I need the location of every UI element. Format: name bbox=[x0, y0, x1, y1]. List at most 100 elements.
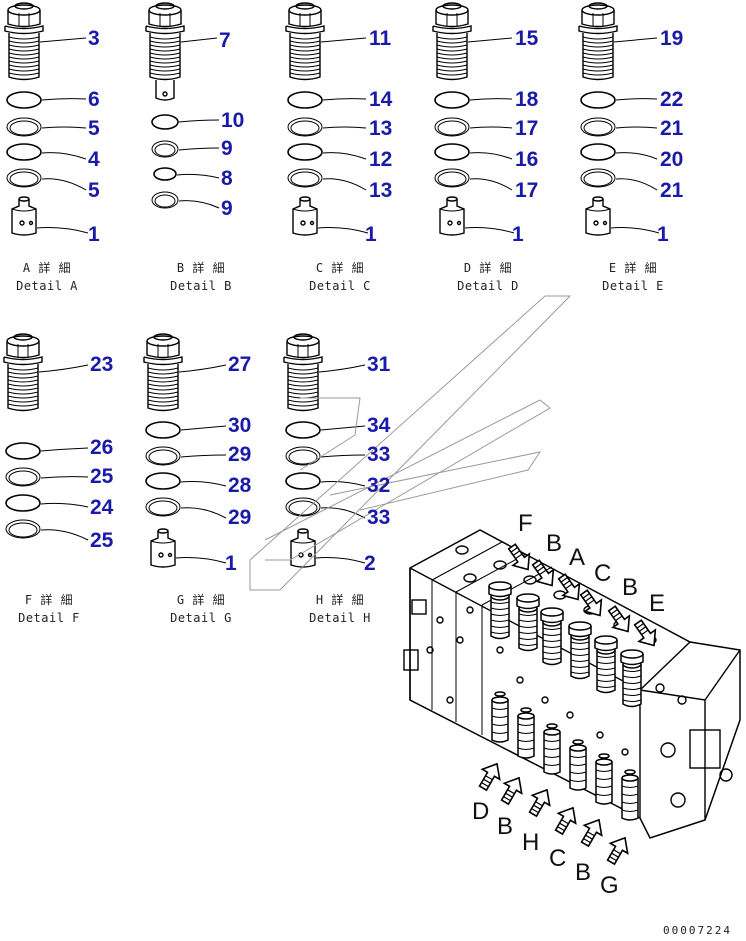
view-arrow-hatch bbox=[615, 615, 623, 622]
valve-spool bbox=[456, 220, 462, 226]
leader-line bbox=[175, 557, 227, 564]
o-ring bbox=[285, 497, 321, 517]
valve-plug bbox=[8, 40, 40, 44]
mounted-valve bbox=[517, 716, 535, 759]
mounted-valve bbox=[570, 641, 590, 644]
leader-line bbox=[320, 507, 366, 519]
o-ring bbox=[580, 117, 616, 137]
callout-number: 2 bbox=[364, 552, 376, 575]
callout-number: 1 bbox=[657, 223, 669, 246]
leader-line bbox=[322, 126, 367, 129]
o-ring bbox=[580, 168, 616, 188]
view-arrow-hatch bbox=[562, 580, 571, 586]
mounted-valve bbox=[518, 613, 538, 616]
mounted-valve bbox=[622, 675, 642, 678]
mounted-valve bbox=[570, 659, 590, 662]
valve-plug bbox=[436, 48, 468, 52]
valve-plug bbox=[289, 60, 321, 64]
leader-line bbox=[615, 126, 658, 129]
valve-spool bbox=[292, 208, 318, 212]
valve-plug bbox=[147, 395, 179, 399]
mounted-valve bbox=[543, 755, 561, 758]
mounted-valve bbox=[596, 667, 616, 670]
valve-plug bbox=[289, 72, 321, 76]
mounted-valve bbox=[491, 715, 509, 718]
valve-plug bbox=[7, 371, 39, 375]
valve-plug bbox=[8, 52, 40, 56]
control-valve-body bbox=[455, 553, 527, 593]
view-arrow bbox=[606, 836, 629, 866]
valve-plug bbox=[8, 68, 40, 72]
view-letter: B bbox=[622, 574, 639, 601]
mounted-valve bbox=[622, 681, 642, 684]
mounted-valve bbox=[569, 779, 587, 782]
valve-spool bbox=[150, 540, 176, 544]
o-ring bbox=[151, 114, 179, 130]
valve-plug bbox=[143, 356, 183, 366]
view-arrow-shape bbox=[500, 776, 523, 806]
mounted-valve bbox=[490, 613, 510, 616]
mounted-valve bbox=[542, 639, 562, 642]
backup-ring bbox=[583, 120, 613, 136]
valve-plug bbox=[149, 64, 181, 68]
leader-line bbox=[469, 126, 513, 129]
callout-number: 21 bbox=[660, 179, 684, 202]
valve-plug bbox=[8, 72, 40, 76]
mounted-valve bbox=[596, 655, 616, 658]
valve-plug bbox=[289, 68, 321, 72]
valve-plug bbox=[286, 341, 320, 359]
bolt-head bbox=[660, 742, 676, 758]
mounted-valve bbox=[494, 691, 506, 697]
o-ring bbox=[287, 91, 323, 109]
callout-number: 5 bbox=[88, 179, 100, 202]
callout-number: 25 bbox=[90, 529, 114, 552]
leader-line bbox=[469, 98, 513, 101]
mounted-valve bbox=[542, 645, 562, 648]
valve-plug bbox=[436, 72, 468, 76]
backup-ring bbox=[154, 143, 176, 157]
mounted-valve bbox=[570, 653, 590, 656]
valve-plug bbox=[436, 64, 468, 68]
o-ring bbox=[580, 91, 616, 109]
o-ring bbox=[285, 472, 321, 490]
watermark-logo bbox=[299, 397, 361, 471]
valve-plug bbox=[147, 383, 179, 387]
view-arrow-shape bbox=[580, 818, 603, 848]
backup-ring bbox=[583, 171, 613, 187]
leader-line bbox=[178, 119, 220, 123]
callout-number: 13 bbox=[369, 117, 393, 140]
valve-plug bbox=[162, 91, 168, 97]
valve-spool bbox=[446, 196, 458, 202]
view-letter: C bbox=[594, 560, 612, 587]
view-arrow bbox=[500, 776, 523, 806]
mounted-valve bbox=[570, 647, 590, 650]
mounted-valve bbox=[543, 763, 561, 766]
view-arrow-shape bbox=[528, 788, 551, 818]
mounted-valve bbox=[622, 693, 642, 696]
view-arrow-shape bbox=[554, 806, 577, 836]
view-arrow-hatch bbox=[512, 550, 521, 556]
backup-ring bbox=[148, 449, 178, 465]
mounted-valve bbox=[595, 758, 613, 766]
leader-line bbox=[178, 200, 220, 209]
port-hole bbox=[596, 731, 604, 739]
leader-line bbox=[178, 147, 220, 151]
leader-line bbox=[613, 37, 658, 43]
valve-plug bbox=[436, 68, 468, 72]
leader-line bbox=[317, 227, 369, 234]
valve-plug bbox=[147, 391, 179, 395]
watermark-logo bbox=[249, 295, 572, 591]
view-arrow-shape bbox=[478, 762, 501, 792]
valve-plug bbox=[436, 56, 468, 60]
leader-line bbox=[469, 178, 513, 191]
mounted-valve bbox=[594, 635, 618, 645]
valve-spool bbox=[292, 199, 318, 236]
valve-plug bbox=[289, 52, 321, 56]
mounted-valve bbox=[542, 627, 562, 630]
valve-plug bbox=[7, 399, 39, 403]
valve-plug bbox=[149, 48, 181, 52]
watermark-logo bbox=[264, 399, 551, 561]
callout-number: 21 bbox=[660, 117, 684, 140]
valve-plug bbox=[7, 395, 39, 399]
mounted-valve bbox=[572, 739, 584, 745]
